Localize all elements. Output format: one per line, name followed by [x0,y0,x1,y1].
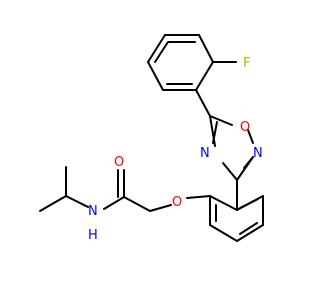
oxadiazole-ring [195,89,254,181]
background [0,0,300,300]
carbonyl-oxygen-atom: O [114,155,124,170]
ether-oxygen-atom: O [172,195,182,210]
phenyl-ring [209,195,264,242]
oxadiazole-oxygen-atom: O [240,120,250,135]
fluorophenyl-ring [147,34,214,91]
oxadiazole-nitrogen-left-atom: N [200,146,210,161]
isopropyl-methyl-bond-b [39,195,67,212]
carbonyl-n-bond [103,196,125,210]
molecule-diagram: F O N N O O N H [0,0,300,300]
fluorine-atom: F [243,56,250,71]
aryl-o-bond [186,195,211,199]
ch2-carbonyl-bond [123,196,151,212]
n-ch-bond [65,195,89,208]
o-ch2-bond [149,204,172,212]
amide-nitrogen-atom: N [88,204,98,219]
amide-hydrogen-atom: H [88,228,98,243]
oxadiazole-nitrogen-right-atom: N [253,146,263,161]
